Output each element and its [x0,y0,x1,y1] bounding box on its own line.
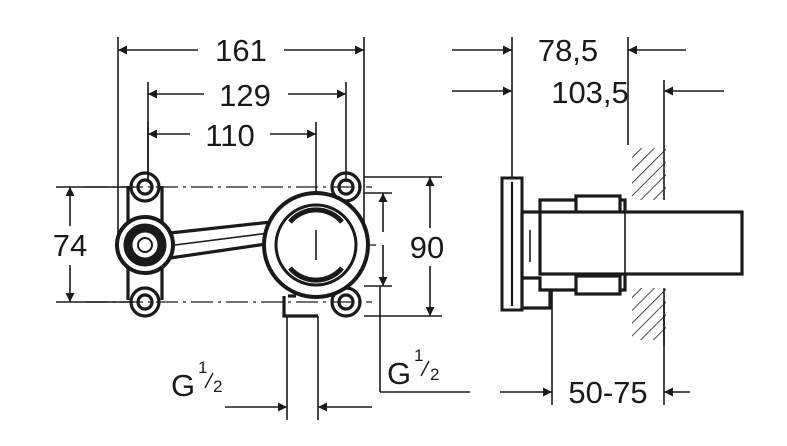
dim-height-right-label: 90 [410,230,444,265]
dim-wall-depth-min: 78,5 [452,33,686,68]
thread-label-right: G 1 2 [387,346,439,391]
thread-right-main: G [387,356,411,391]
side-mounting-plate [500,176,524,312]
dim-height-right: 90 [378,177,444,316]
thread-left-sub: 2 [213,377,222,396]
side-spindle [538,210,744,276]
wall-section [632,145,666,345]
thread-left-main: G [171,368,195,403]
thread-right-sub: 2 [430,365,439,384]
thread-right-sup: 1 [414,346,423,365]
thread-right-leader [379,286,470,393]
front-view: 161 129 110 74 90 [53,33,470,420]
inlet-port [115,215,175,275]
valve-body [262,191,370,299]
outlet-stub [282,294,318,318]
dim-outer-holes: 129 [148,78,346,113]
dim-wall-depth-min-label: 78,5 [538,33,598,68]
extension-lines [56,37,442,317]
dim-height-left-label: 74 [53,228,87,263]
dim-outer-holes-label: 129 [219,78,271,113]
dim-inlet-to-center-label: 110 [205,118,254,153]
dim-overall-width-label: 161 [215,33,267,68]
side-view: 78,5 103,5 50-75 [452,33,744,410]
thread-label-left: G 1 2 [171,358,222,403]
thread-outlet-lines [286,316,319,420]
dim-overall-width: 161 [118,33,364,68]
dim-wall-depth-max-label: 103,5 [551,75,629,110]
dim-inlet-to-center: 110 [148,118,316,153]
dim-wall-depth-max: 103,5 [452,75,724,110]
dim-install-depth-label: 50-75 [568,375,647,410]
thread-left-sup: 1 [198,358,207,377]
dim-install-depth: 50-75 [500,375,690,410]
dim-height-left: 74 [53,187,87,302]
